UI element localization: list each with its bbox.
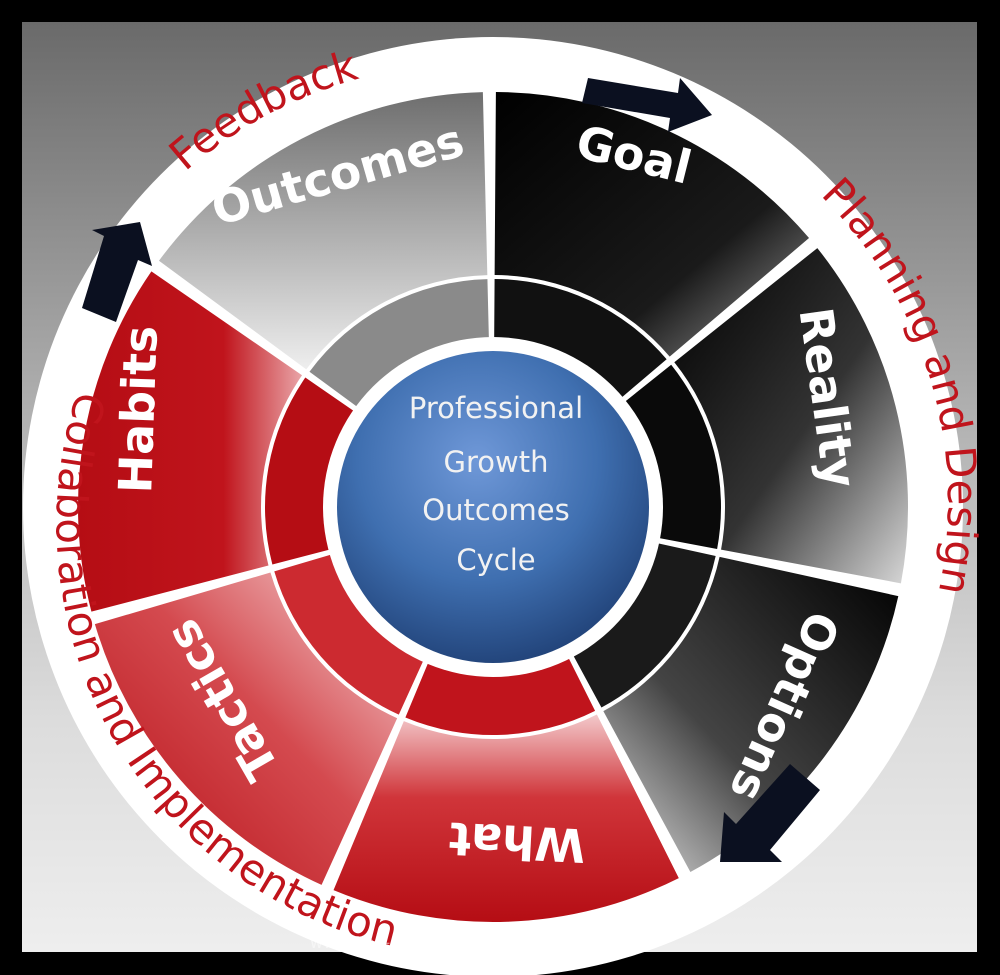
segment-label-what: What bbox=[448, 811, 587, 872]
segment-goal bbox=[494, 92, 810, 357]
watermark: www.free-p...-download.com bbox=[310, 933, 538, 952]
outer-segments bbox=[78, 92, 908, 922]
segment-tactics bbox=[94, 572, 398, 885]
inner-segment-options bbox=[572, 543, 716, 708]
arrow-icon-top bbox=[582, 78, 712, 132]
inner-segment-what bbox=[405, 657, 596, 735]
center-line-4: Cycle bbox=[456, 543, 535, 577]
arrow-icon-left bbox=[82, 222, 152, 322]
inner-segment-habits bbox=[265, 377, 355, 565]
inner-segment-outcomes bbox=[309, 279, 489, 408]
segment-outcomes bbox=[158, 92, 488, 370]
inner-segment-reality bbox=[624, 364, 721, 549]
segment-options bbox=[603, 556, 899, 873]
inner-segment-tactics bbox=[274, 554, 424, 715]
center-line-1: Professional bbox=[409, 391, 583, 425]
segment-label-habits: Habits bbox=[108, 325, 168, 494]
segment-habits bbox=[78, 271, 303, 612]
inner-ring bbox=[265, 279, 721, 735]
center-line-3: Outcomes bbox=[422, 493, 569, 527]
inner-segment-goal bbox=[494, 279, 667, 399]
segment-what bbox=[333, 714, 679, 922]
arrow-icon-right bbox=[720, 764, 820, 862]
segment-reality bbox=[674, 248, 908, 584]
center-line-2: Growth bbox=[444, 445, 549, 479]
center-circle bbox=[337, 351, 649, 663]
